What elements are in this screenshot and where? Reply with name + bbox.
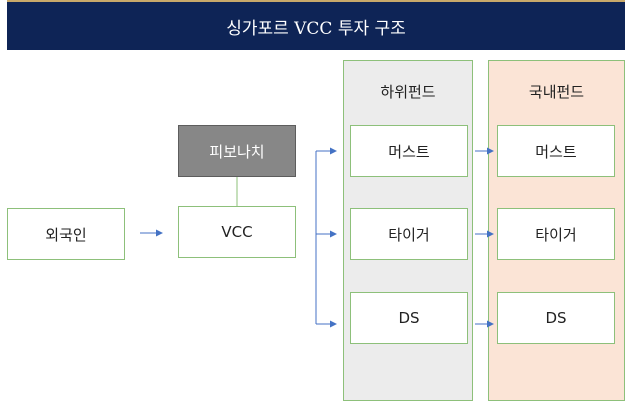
sub-fund-item-ds: DS (350, 292, 468, 344)
title-text: 싱가포르 VCC 투자 구조 (226, 18, 406, 39)
foreigner-node: 외국인 (7, 208, 125, 260)
domestic-fund-item-must: 머스트 (497, 125, 615, 177)
fibonacci-node: 피보나치 (178, 125, 296, 177)
sub-fund-label: 하위펀드 (380, 83, 436, 101)
vcc-node: VCC (178, 206, 296, 258)
sub-fund-item-must: 머스트 (350, 125, 468, 177)
domestic-fund-label: 국내펀드 (528, 83, 585, 101)
domestic-fund-item-ds: DS (497, 292, 615, 344)
sub-fund-item-tiger: 타이거 (350, 208, 468, 260)
page-title: 싱가포르 VCC 투자 구조 (7, 0, 625, 50)
domestic-fund-item-tiger: 타이거 (497, 208, 615, 260)
